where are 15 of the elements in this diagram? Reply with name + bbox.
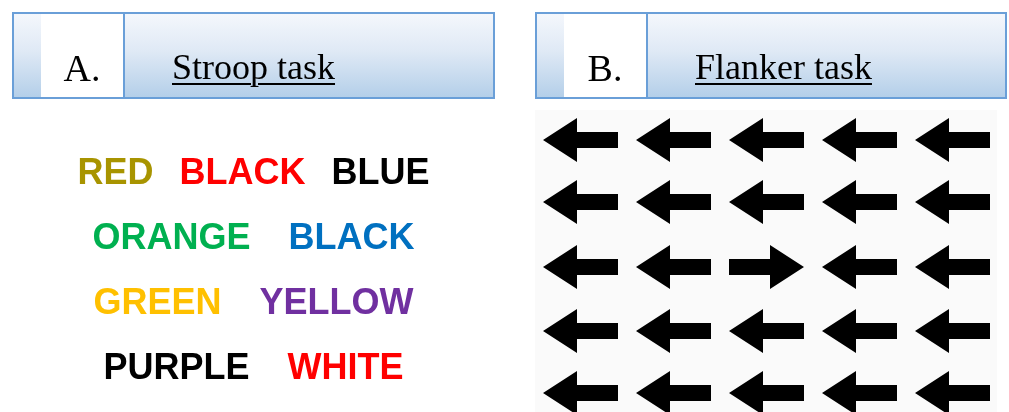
color-word: BLACK xyxy=(288,215,415,259)
section-title: Stroop task xyxy=(172,49,335,85)
color-word: WHITE xyxy=(287,345,404,389)
section-header-bar xyxy=(535,12,1007,99)
color-word: ORANGE xyxy=(92,215,251,259)
color-word: BLUE xyxy=(331,150,430,194)
color-word: RED xyxy=(77,150,154,194)
color-word: BLACK xyxy=(179,150,306,194)
section-title: Flanker task xyxy=(695,49,872,85)
section-header-bar xyxy=(12,12,495,99)
color-word: GREEN xyxy=(93,280,222,324)
color-word: YELLOW xyxy=(259,280,414,324)
color-word: PURPLE xyxy=(103,345,250,389)
section-letter: A. xyxy=(63,49,101,87)
section-letter: B. xyxy=(587,49,623,87)
